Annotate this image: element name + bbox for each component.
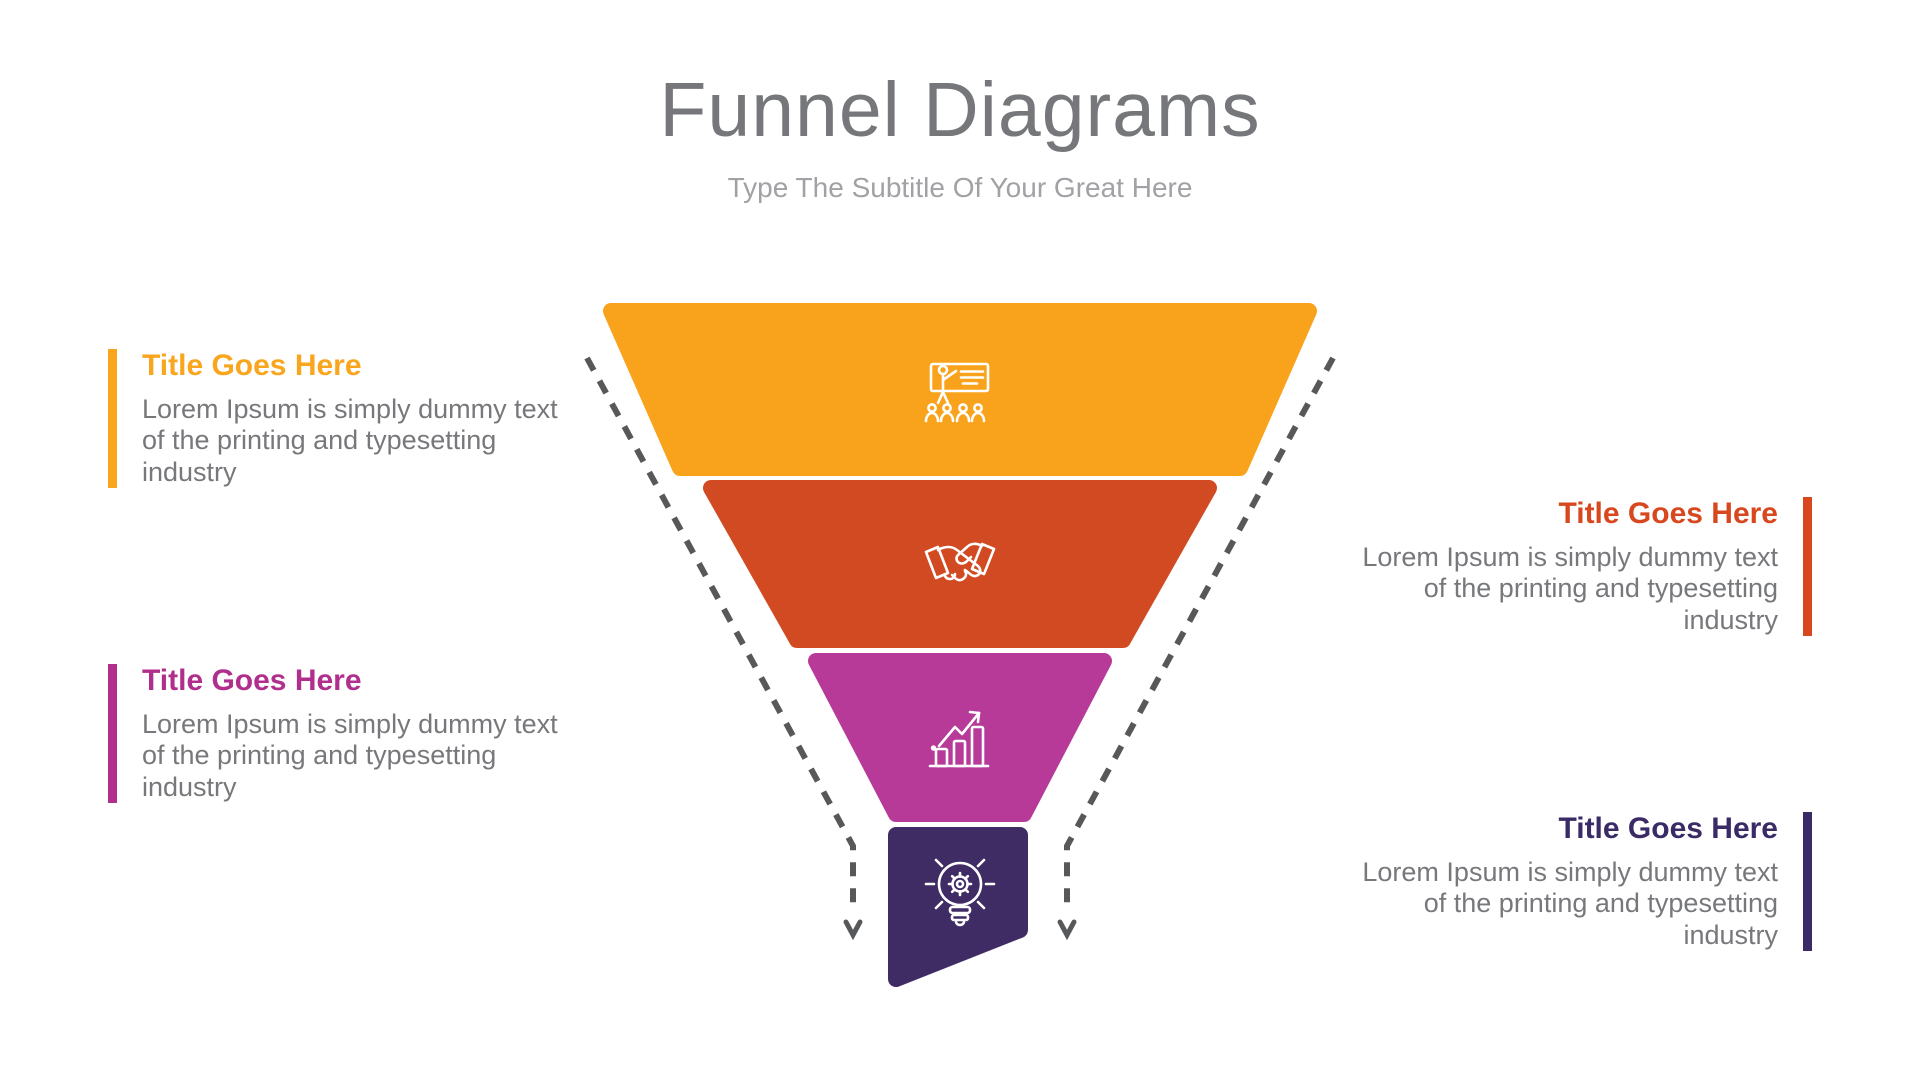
header: Funnel Diagrams Type The Subtitle Of You… bbox=[0, 66, 1920, 204]
callout-title: Title Goes Here bbox=[142, 664, 362, 697]
callout-title: Title Goes Here bbox=[142, 349, 362, 382]
callout-body: Lorem Ipsum is simply dummy text of the … bbox=[142, 393, 558, 487]
callout-left-bottom: Title Goes Here Lorem Ipsum is simply du… bbox=[108, 664, 580, 804]
page-subtitle: Type The Subtitle Of Your Great Here bbox=[727, 171, 1193, 203]
growth-chart-icon bbox=[928, 710, 990, 768]
callout-right-top: Title Goes Here Lorem Ipsum is simply du… bbox=[1340, 497, 1812, 637]
callout-title: Title Goes Here bbox=[1558, 812, 1778, 845]
accent-bar bbox=[1803, 812, 1812, 952]
left-guide-arrow-icon bbox=[843, 919, 863, 941]
callout-title: Title Goes Here bbox=[1558, 497, 1778, 530]
right-guide-dashes bbox=[1064, 356, 1336, 914]
left-guide-dashes bbox=[584, 356, 856, 914]
callout-right-bottom: Title Goes Here Lorem Ipsum is simply du… bbox=[1340, 812, 1812, 952]
page-title: Funnel Diagrams bbox=[659, 67, 1261, 153]
callout-body: Lorem Ipsum is simply dummy text of the … bbox=[142, 708, 558, 802]
callout-body: Lorem Ipsum is simply dummy text of the … bbox=[1362, 856, 1778, 950]
callout-body: Lorem Ipsum is simply dummy text of the … bbox=[1362, 541, 1778, 635]
funnel-segment-1 bbox=[603, 303, 1317, 476]
accent-bar bbox=[1803, 497, 1812, 637]
funnel-segment-3 bbox=[808, 653, 1112, 822]
presentation-icon bbox=[924, 362, 990, 423]
accent-bar bbox=[108, 664, 117, 804]
right-guide-arrow-icon bbox=[1057, 919, 1077, 941]
handshake-icon bbox=[924, 542, 996, 582]
idea-gear-icon bbox=[924, 858, 996, 927]
accent-bar bbox=[108, 349, 117, 489]
callout-left-top: Title Goes Here Lorem Ipsum is simply du… bbox=[108, 349, 580, 489]
